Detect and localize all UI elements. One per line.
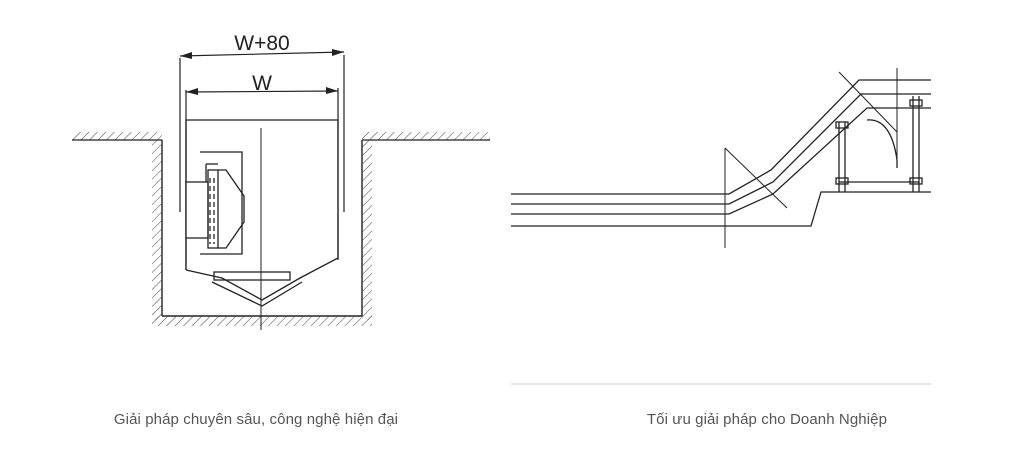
trench-cross-section-diagram: W+80 W: [72, 32, 490, 330]
dimension-outer: W+80: [179, 32, 345, 212]
wheel-assembly: [185, 163, 245, 249]
conveyor-elevation-diagram: [511, 68, 931, 385]
ground-hatch-right: [362, 132, 490, 141]
right-panel: Tối ưu giải pháp cho Doanh Nghiệp: [511, 0, 1023, 459]
dimension-inner: W: [185, 72, 339, 270]
trench-walls: [152, 140, 372, 326]
dimension-outer-label: W+80: [234, 32, 289, 55]
right-caption: Tối ưu giải pháp cho Doanh Nghiệp: [646, 411, 888, 428]
ground-hatch-left: [72, 132, 162, 141]
dimension-inner-label: W: [252, 72, 272, 95]
left-panel: W+80 W: [72, 32, 490, 428]
support-frame: [835, 96, 923, 192]
conveyor-housing: [185, 119, 339, 307]
left-caption: Giải pháp chuyên sâu, công nghệ hiện đại: [113, 411, 399, 428]
construction-lines: [724, 68, 898, 248]
